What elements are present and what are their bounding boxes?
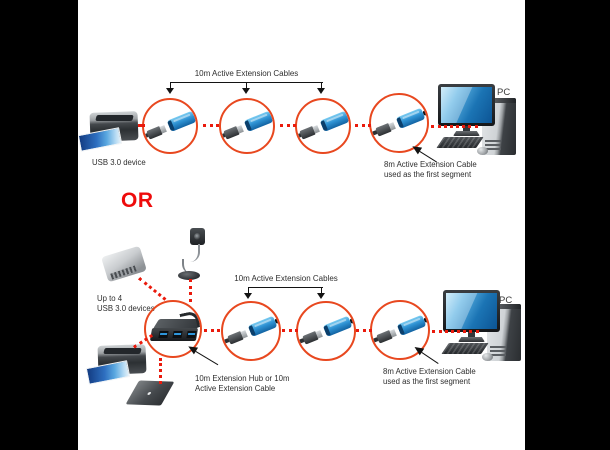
usb-cable-joint (371, 102, 427, 144)
letterbox-left (0, 0, 78, 450)
pc-icon (441, 290, 523, 364)
dotted-link (138, 124, 145, 127)
webcam-neck (188, 244, 200, 262)
monitor-base (453, 131, 480, 136)
pc-icon (436, 84, 518, 158)
usb-cable-joint (372, 309, 428, 351)
or-label: OR (121, 189, 154, 212)
usb-cable-joint (221, 105, 273, 147)
usb-cable-joint (297, 105, 349, 147)
cables-bracket (244, 287, 326, 299)
usb-cable-joint (144, 105, 196, 147)
bracket-arrow-icon (317, 82, 326, 94)
monitor-stand (468, 332, 475, 338)
webcam-base (178, 271, 200, 280)
hub-label: 10m Extension Hub or 10m Active Extensio… (195, 374, 290, 393)
arrow-icon (421, 352, 439, 365)
arrow-icon (195, 351, 219, 366)
dotted-link (159, 358, 162, 384)
first-segment-label: 8m Active Extension Cable used as the fi… (384, 160, 477, 179)
extension-cable-node-2 (296, 301, 356, 361)
monitor-base (458, 337, 485, 342)
pc-label: PC (497, 87, 511, 98)
printer-photo-output (85, 360, 131, 385)
bracket-arrow-icon (241, 82, 250, 94)
mouse-icon (482, 353, 493, 361)
printer-photo-output (77, 127, 123, 152)
bracket-arrow-icon (244, 287, 253, 299)
mouse-icon (477, 147, 488, 155)
webcam-icon (190, 228, 205, 245)
webcam-neck (182, 259, 194, 274)
dotted-link (189, 279, 192, 302)
cables-label: 10m Active Extension Cables (234, 274, 338, 283)
pc-monitor (438, 84, 495, 126)
letterbox-right (525, 0, 610, 450)
dotted-link (204, 329, 220, 332)
usb-cable-joint (298, 310, 354, 352)
keyboard-icon (436, 137, 484, 148)
first-segment-label: 8m Active Extension Cable used as the fi… (383, 367, 476, 386)
dotted-link (356, 329, 372, 332)
bracket-arrow-icon (166, 82, 175, 94)
usb-devices-label: Up to 4 USB 3.0 devices (97, 294, 155, 313)
dotted-link (355, 124, 371, 127)
usb-device-label: USB 3.0 device (92, 158, 146, 167)
diagram-canvas: USB 3.0 device 10m Active Extension Cabl… (77, 0, 525, 450)
printer-panel (95, 115, 134, 121)
usb-hub-node (144, 300, 202, 358)
extension-cable-node-1 (221, 301, 281, 361)
printer-panel (103, 348, 142, 354)
dotted-link (282, 329, 298, 332)
pc-monitor (443, 290, 500, 332)
usb-port-icon (172, 331, 183, 338)
dotted-link (431, 125, 478, 128)
extension-cable-node-3 (295, 98, 351, 154)
extension-cable-node-2 (219, 98, 275, 154)
dotted-link (432, 330, 479, 333)
cables-bracket (166, 82, 326, 94)
usb-cable-joint (223, 310, 279, 352)
printer-icon (77, 107, 144, 159)
usb-port-icon (186, 331, 197, 338)
cables-label: 10m Active Extension Cables (194, 69, 299, 78)
extension-cable-node-1 (142, 98, 198, 154)
dotted-link (203, 124, 219, 127)
bracket-arrow-icon (317, 287, 326, 299)
usb-port-icon (158, 331, 169, 338)
keyboard-icon (441, 343, 489, 354)
extension-cable-node-4 (369, 93, 429, 153)
usb-hub-ports (149, 328, 199, 341)
dotted-link (280, 124, 296, 127)
monitor-stand (463, 126, 470, 132)
pc-label: PC (499, 295, 513, 306)
